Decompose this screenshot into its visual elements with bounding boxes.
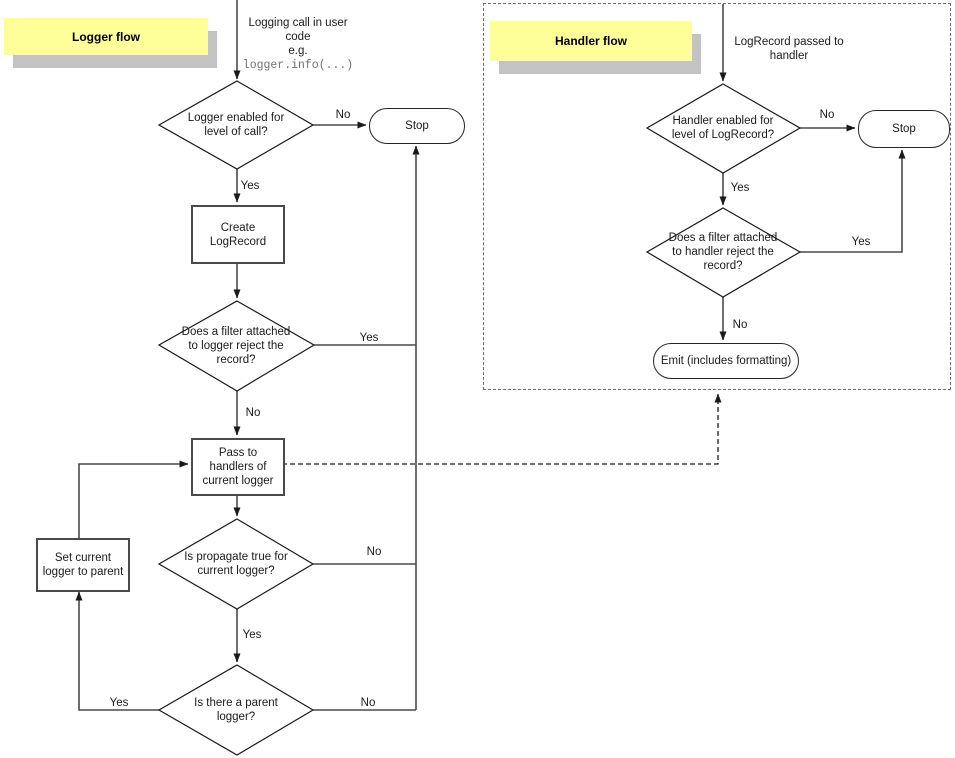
edge-setparent-to-pass xyxy=(78,460,189,538)
diamond-logger-enabled-text: Logger enabled for level of call? xyxy=(187,112,285,138)
label-d1-yes: Yes xyxy=(240,180,260,192)
create-logrecord-node: Create LogRecord xyxy=(191,205,285,264)
diamond-handler-filter-text: Does a filter attached to handler reject… xyxy=(668,232,778,272)
label-d3-no: No xyxy=(366,546,382,558)
pass-to-handlers-node: Pass to handlers of current logger xyxy=(191,438,285,496)
diamond-logger-filter-text: Does a filter attached to logger reject … xyxy=(181,326,291,366)
edge-pass-to-handler-flow-dashed xyxy=(282,393,722,465)
diamond-parent-logger xyxy=(157,664,315,756)
diamond-parent-logger-text: Is there a parent logger? xyxy=(194,697,278,723)
label-d2-no: No xyxy=(245,407,261,419)
set-parent-node: Set current logger to parent xyxy=(36,538,130,592)
diamond-handler-enabled-text: Handler enabled for level of LogRecord? xyxy=(671,115,775,141)
label-h2-no: No xyxy=(732,319,748,331)
pass-to-handlers-label: Pass to handlers of current logger xyxy=(202,447,274,487)
handler-flow-sticky-note: Handler flow xyxy=(490,21,692,61)
label-d3-yes: Yes xyxy=(242,629,262,641)
label-d1-no: No xyxy=(335,109,351,121)
label-h1-no: No xyxy=(819,109,835,121)
label-d2-yes: Yes xyxy=(359,332,379,344)
handler-flow-title: Handler flow xyxy=(554,34,627,48)
logger-flow-title: Logger flow xyxy=(72,29,140,44)
diamond-propagate-text: Is propagate true for current logger? xyxy=(184,551,288,577)
label-h1-yes: Yes xyxy=(730,182,750,194)
handler-flow-frame xyxy=(483,3,951,390)
logger-stop-node: Stop xyxy=(369,108,465,144)
diamond-logger-enabled xyxy=(157,80,315,170)
set-parent-label: Set current logger to parent xyxy=(42,552,124,578)
handler-stop-label: Stop xyxy=(892,123,916,135)
handler-entry-label: LogRecord passed to handler xyxy=(734,36,844,62)
label-d4-no: No xyxy=(360,697,376,709)
emit-node: Emit (includes formatting) xyxy=(653,343,799,379)
diamond-logger-filter xyxy=(157,300,316,392)
logger-flow-sticky-note: Logger flow xyxy=(4,18,208,55)
label-h2-yes: Yes xyxy=(851,236,871,248)
edge-h2-yes-to-stop xyxy=(800,149,906,253)
logger-entry-label: Logging call in user code e.g. xyxy=(248,17,348,57)
label-d4-yes: Yes xyxy=(109,697,129,709)
edge-d4-yes-to-setparent xyxy=(75,591,159,711)
handler-stop-node: Stop xyxy=(858,110,950,148)
emit-label: Emit (includes formatting) xyxy=(660,355,792,367)
logger-entry-code: logger.info(...) xyxy=(242,59,354,72)
diamond-handler-enabled xyxy=(645,83,802,174)
create-logrecord-label: Create LogRecord xyxy=(209,221,267,248)
logger-stop-label: Stop xyxy=(405,120,429,132)
diamond-propagate xyxy=(157,518,315,610)
diamond-handler-filter xyxy=(645,207,802,298)
